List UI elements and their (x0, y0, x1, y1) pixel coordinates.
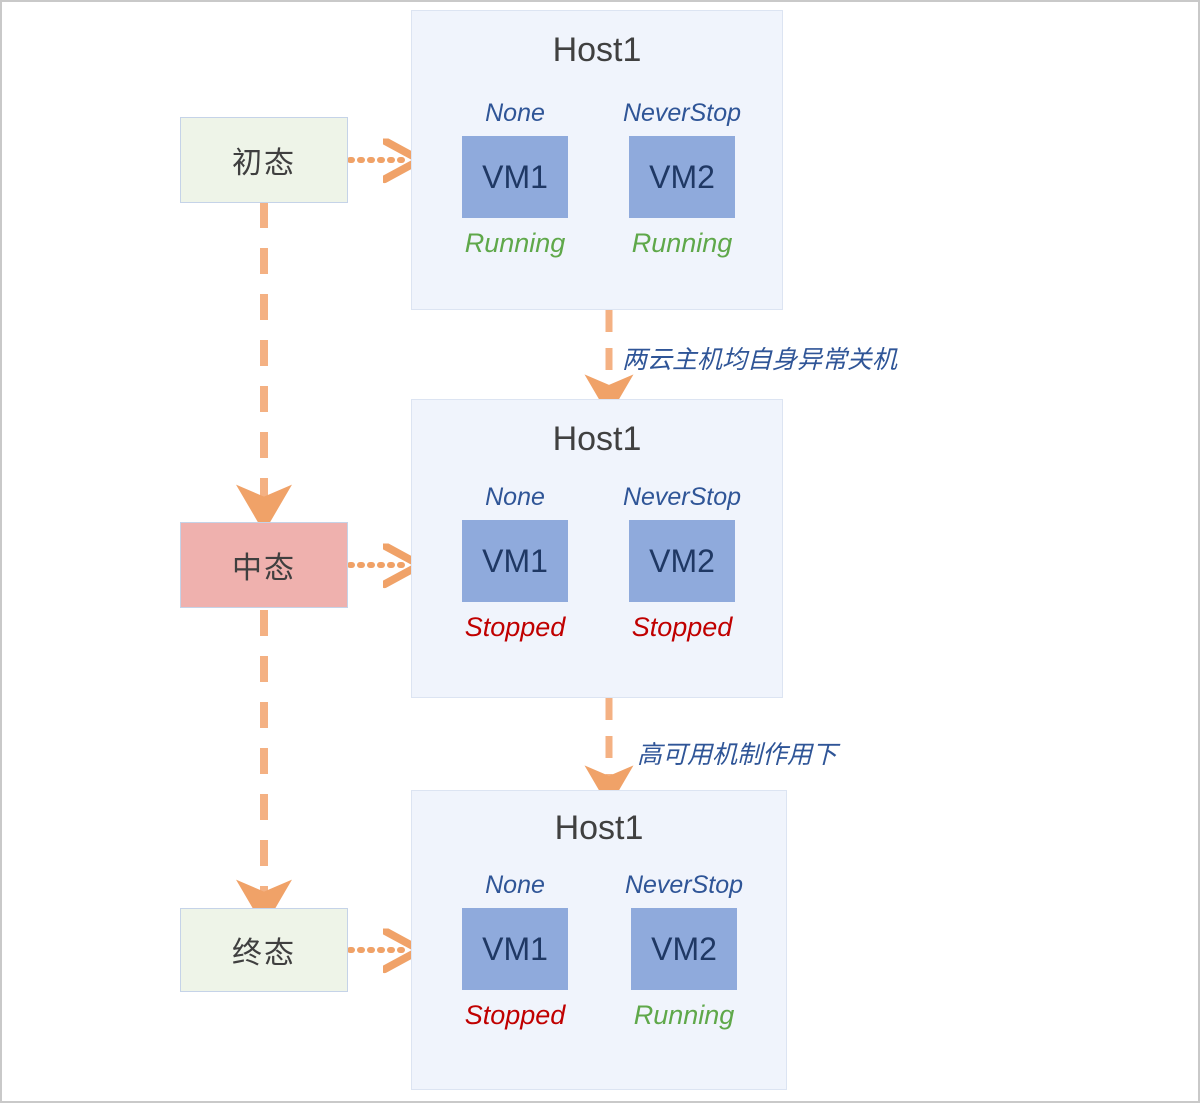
state-label-initial: 初态 (232, 147, 296, 180)
vm-chip-middle-1[interactable]: VM1 (462, 520, 568, 602)
vm-policy-top-1: None (485, 99, 545, 127)
vm-policy-bottom-1: None (485, 871, 545, 899)
vm-chip-top-2[interactable]: VM2 (629, 136, 735, 218)
vm-chip-middle-2[interactable]: VM2 (629, 520, 735, 602)
transition-label-1: 两云主机均自身异常关机 (622, 346, 898, 374)
vm-chip-top-1[interactable]: VM1 (462, 136, 568, 218)
host-box-bottom[interactable]: Host1 None VM1 Stopped NeverStop VM2 Run… (411, 790, 787, 1090)
state-label-middle: 中态 (232, 552, 296, 585)
vm-group-top-1[interactable]: None VM1 Running (450, 101, 580, 257)
vm-chip-bottom-2[interactable]: VM2 (631, 908, 737, 990)
state-label-final: 终态 (232, 937, 296, 970)
vm-group-bottom-1[interactable]: None VM1 Stopped (450, 873, 580, 1029)
transition-label-2: 高可用机制作用下 (637, 741, 838, 769)
state-to-host-connectors (347, 160, 402, 950)
host-box-top[interactable]: Host1 None VM1 Running NeverStop VM2 Run… (411, 10, 783, 310)
vm-policy-top-2: NeverStop (622, 99, 742, 127)
vm-policy-middle-2: NeverStop (622, 483, 742, 511)
vm-status-bottom-1: Stopped (464, 1000, 566, 1030)
host-box-middle[interactable]: Host1 None VM1 Stopped NeverStop VM2 Sto… (411, 399, 783, 698)
state-box-middle[interactable]: 中态 (180, 522, 348, 608)
vm-policy-bottom-2: NeverStop (624, 871, 744, 899)
vm-status-bottom-2: Running (633, 1000, 735, 1030)
vm-status-middle-1: Stopped (464, 612, 566, 642)
vm-status-top-2: Running (631, 228, 733, 258)
host-title-middle: Host1 (552, 420, 642, 458)
vm-chip-bottom-1[interactable]: VM1 (462, 908, 568, 990)
vm-policy-middle-1: None (485, 483, 545, 511)
host-title-top: Host1 (552, 31, 642, 69)
vm-group-top-2[interactable]: NeverStop VM2 Running (612, 101, 752, 257)
state-box-initial[interactable]: 初态 (180, 117, 348, 203)
vm-status-middle-2: Stopped (631, 612, 733, 642)
vm-group-bottom-2[interactable]: NeverStop VM2 Running (614, 873, 754, 1029)
state-box-final[interactable]: 终态 (180, 908, 348, 992)
vm-status-top-1: Running (464, 228, 566, 258)
vm-group-middle-1[interactable]: None VM1 Stopped (450, 485, 580, 641)
host-title-bottom: Host1 (554, 809, 644, 847)
vm-group-middle-2[interactable]: NeverStop VM2 Stopped (612, 485, 752, 641)
